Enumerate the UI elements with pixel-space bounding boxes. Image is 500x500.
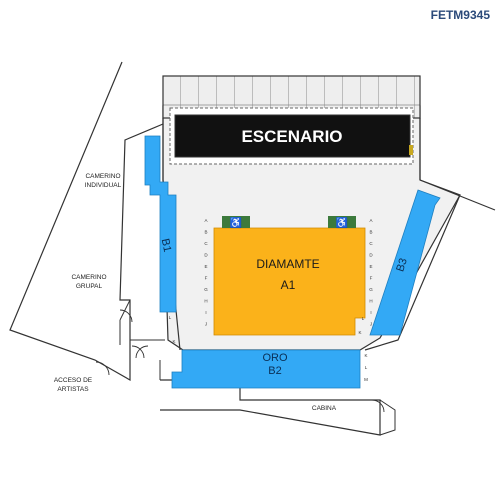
section-b3[interactable] xyxy=(369,189,441,336)
row-letter: M xyxy=(364,377,368,382)
accessible-space-left xyxy=(222,216,250,228)
venue-code: FETM9345 xyxy=(430,8,490,22)
row-letter: F xyxy=(370,276,373,281)
stage-marker xyxy=(409,145,413,155)
row-letter: K xyxy=(172,339,175,344)
row-letter: I xyxy=(370,310,371,315)
rows-b2: K L M xyxy=(364,353,368,382)
row-letter: F xyxy=(205,276,208,281)
row-letter: K xyxy=(358,330,361,335)
rows-b3: LK xyxy=(358,316,364,335)
row-letter: I xyxy=(205,310,206,315)
rows-a1-left: A B C D E F G H I J xyxy=(204,218,208,327)
row-letter: L xyxy=(365,365,368,370)
row-letter: J xyxy=(370,322,372,327)
row-letter: L xyxy=(169,315,172,320)
rows-b1: LK xyxy=(169,315,176,344)
section-b1-label: B1 xyxy=(159,238,174,254)
section-diamante-sub: A1 xyxy=(281,278,296,292)
row-letter: B xyxy=(369,230,372,235)
row-letter: G xyxy=(369,287,373,292)
camerino-individual-label-1: CAMERINO xyxy=(85,173,120,180)
wheelchair-icon: ♿ xyxy=(336,216,348,229)
cabina-wall xyxy=(379,399,396,436)
row-letter: L xyxy=(362,316,365,321)
row-letter: H xyxy=(369,299,372,304)
section-b1[interactable] xyxy=(144,135,177,313)
section-oro-name: ORO xyxy=(262,352,288,364)
rows-a1-right: A B C D E F G H I J xyxy=(369,218,373,327)
accessible-space-right xyxy=(328,216,356,228)
row-letter: J xyxy=(205,322,207,327)
row-letter: A xyxy=(204,218,207,223)
camerino-wall xyxy=(9,61,164,382)
row-letter: A xyxy=(369,218,372,223)
row-letter: D xyxy=(369,253,373,258)
section-b3-label: B3 xyxy=(394,257,410,274)
row-letter: D xyxy=(204,253,208,258)
row-letter: C xyxy=(369,241,373,246)
stage-label: ESCENARIO xyxy=(241,127,342,146)
section-oro[interactable] xyxy=(171,349,361,389)
row-letter: C xyxy=(204,241,208,246)
door-swing xyxy=(131,345,145,359)
row-letter: H xyxy=(204,299,207,304)
row-letter: E xyxy=(369,264,372,269)
section-oro-sub: B2 xyxy=(268,365,281,377)
row-letter: E xyxy=(204,264,207,269)
section-diamante[interactable] xyxy=(213,227,366,336)
camerino-individual-label-2: INDIVIDUAL xyxy=(85,182,122,189)
acceso-artistas-label-1: ACCESO DE xyxy=(54,377,93,384)
right-outer-wall xyxy=(419,179,496,211)
wheelchair-icon: ♿ xyxy=(230,216,242,229)
row-letter: B xyxy=(204,230,207,235)
section-diamante-name: DIAMAMTE xyxy=(256,257,319,271)
inner-wall xyxy=(119,299,131,321)
door-swing xyxy=(119,309,133,323)
right-outer-wall-2 xyxy=(364,194,461,351)
row-letter: G xyxy=(204,287,208,292)
cabina-label: CABINA xyxy=(312,405,337,412)
camerino-grupal-label-2: GRUPAL xyxy=(76,283,103,290)
stage xyxy=(174,114,411,158)
door-swing xyxy=(135,345,149,359)
door-swing xyxy=(95,361,110,376)
acceso-artistas-label-2: ARTISTAS xyxy=(57,386,89,393)
row-letter: K xyxy=(364,353,367,358)
camerino-grupal-label-1: CAMERINO xyxy=(71,274,106,281)
